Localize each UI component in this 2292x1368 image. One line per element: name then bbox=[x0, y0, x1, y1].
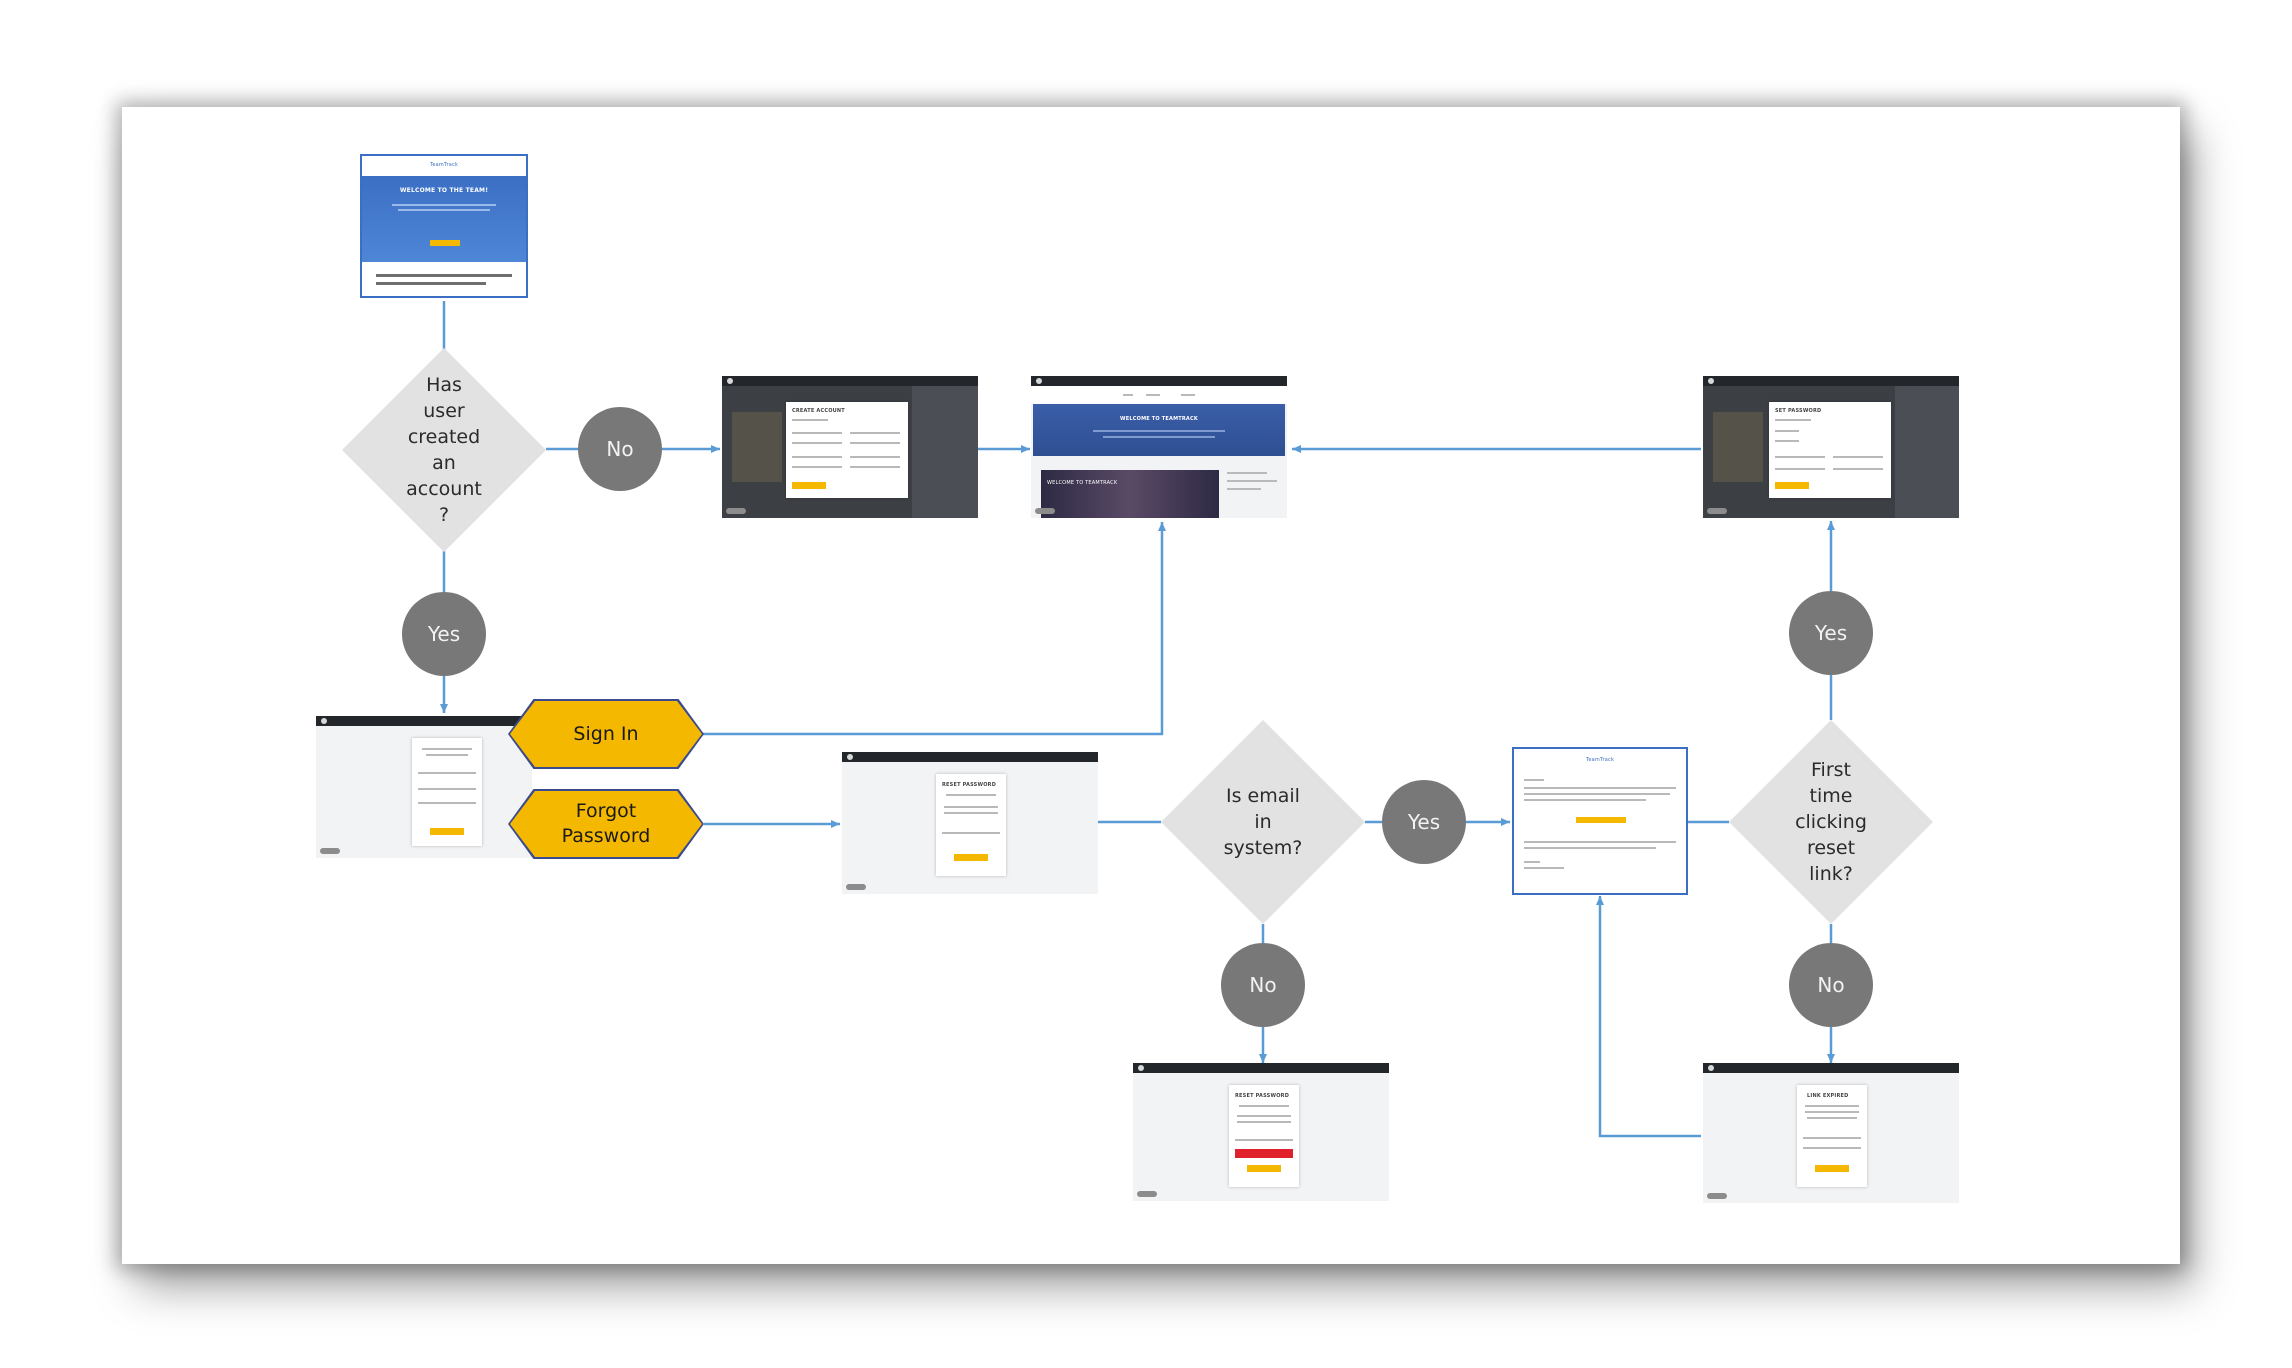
reset-submit-button[interactable] bbox=[954, 854, 988, 861]
form-title: SET PASSWORD bbox=[1775, 408, 1822, 414]
decision-has-account: Has user created an account ? bbox=[342, 348, 546, 552]
decision-first-time-reset: First time clicking reset link? bbox=[1729, 720, 1933, 924]
email-hero: WELCOME TO THE TEAM! bbox=[362, 176, 526, 262]
reset-email-button[interactable] bbox=[1576, 817, 1626, 823]
email-cta-button[interactable] bbox=[430, 240, 460, 246]
answer-reset-yes: Yes bbox=[1789, 591, 1873, 675]
dashboard-feature: WELCOME TO TEAMTRACK bbox=[1041, 470, 1219, 518]
reset-password-screen: RESET PASSWORD bbox=[842, 752, 1098, 894]
answer-account-no: No bbox=[578, 407, 662, 491]
sign-in-form bbox=[412, 738, 482, 846]
create-account-form: CREATE ACCOUNT bbox=[786, 402, 908, 498]
decision-label: Is email in system? bbox=[1223, 785, 1303, 859]
reset-password-error-form: RESET PASSWORD bbox=[1229, 1085, 1299, 1187]
decision-label: First time clicking reset link? bbox=[1795, 759, 1867, 885]
form-title: CREATE ACCOUNT bbox=[792, 408, 845, 414]
dashboard-screen: WELCOME TO TEAMTRACK WELCOME TO TEAMTRAC… bbox=[1031, 376, 1287, 518]
sign-in-screen bbox=[316, 716, 532, 858]
answer-reset-no: No bbox=[1789, 943, 1873, 1027]
banner-title: WELCOME TO TEAMTRACK bbox=[1120, 416, 1198, 422]
welcome-email-screen: TeamTrack WELCOME TO THE TEAM! bbox=[360, 154, 528, 298]
answer-email-yes: Yes bbox=[1382, 780, 1466, 864]
decision-email-in-system: Is email in system? bbox=[1161, 720, 1365, 924]
set-password-button[interactable] bbox=[1775, 482, 1809, 489]
form-title: RESET PASSWORD bbox=[942, 782, 997, 788]
link-expired-card: LINK EXPIRED bbox=[1797, 1085, 1867, 1187]
reset-password-form: RESET PASSWORD bbox=[936, 774, 1006, 876]
email-logo: TeamTrack bbox=[429, 162, 459, 168]
set-password-screen: SET PASSWORD bbox=[1703, 376, 1959, 518]
error-banner bbox=[1235, 1149, 1293, 1158]
feature-title: WELCOME TO TEAMTRACK bbox=[1047, 480, 1118, 486]
sign-in-submit[interactable] bbox=[430, 828, 464, 835]
email-headline: WELCOME TO THE TEAM! bbox=[399, 187, 489, 194]
answer-email-no: No bbox=[1221, 943, 1305, 1027]
sign-in-button[interactable]: Sign In bbox=[508, 699, 704, 769]
dashboard-banner: WELCOME TO TEAMTRACK bbox=[1033, 404, 1285, 456]
set-password-form: SET PASSWORD bbox=[1769, 402, 1891, 498]
sign-in-label: Sign In bbox=[573, 722, 639, 745]
request-new-link-button[interactable] bbox=[1815, 1165, 1849, 1172]
create-account-button[interactable] bbox=[792, 482, 826, 489]
decision-label: Has user created an account ? bbox=[406, 374, 482, 526]
reset-submit-button[interactable] bbox=[1247, 1165, 1281, 1172]
reset-password-error-screen: RESET PASSWORD bbox=[1133, 1063, 1389, 1201]
answer-account-yes: Yes bbox=[402, 592, 486, 676]
link-expired-screen: LINK EXPIRED bbox=[1703, 1063, 1959, 1203]
form-title: RESET PASSWORD bbox=[1235, 1093, 1290, 1099]
forgot-password-label: Forgot Password bbox=[561, 800, 651, 847]
reset-email-screen: TeamTrack bbox=[1512, 747, 1688, 895]
form-title: LINK EXPIRED bbox=[1807, 1093, 1849, 1099]
create-account-screen: CREATE ACCOUNT bbox=[722, 376, 978, 518]
email-logo: TeamTrack bbox=[1585, 757, 1615, 763]
forgot-password-button[interactable]: Forgot Password bbox=[508, 789, 704, 859]
